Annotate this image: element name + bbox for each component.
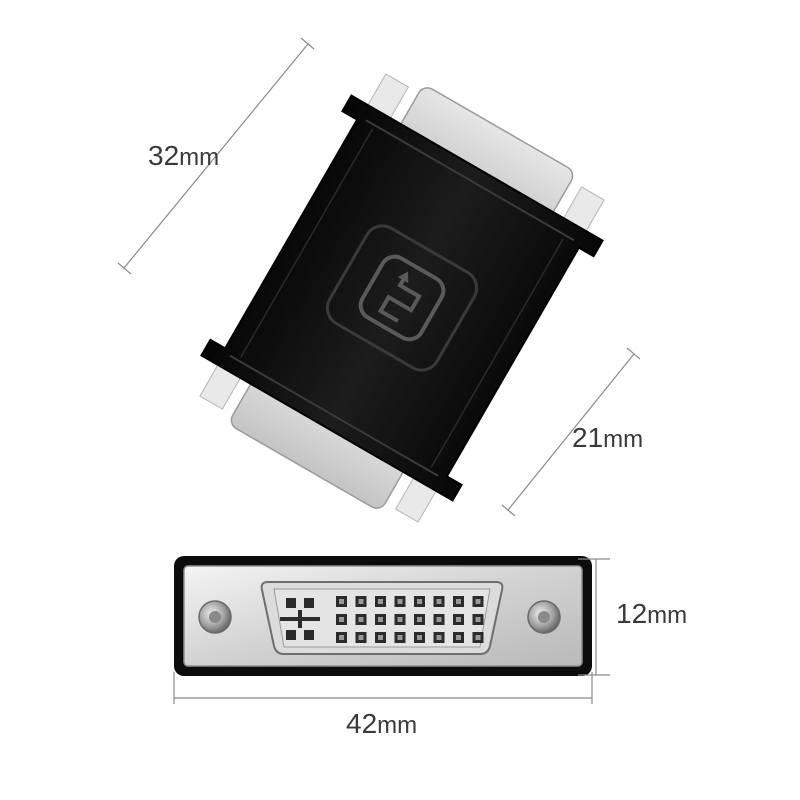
height-unit: mm	[647, 602, 688, 629]
pin-contact	[475, 635, 481, 640]
pin-contact	[339, 635, 344, 640]
length-dimension-label: 32mm	[148, 140, 219, 172]
dvi-pin-grid	[336, 596, 484, 643]
pin-contact	[358, 599, 364, 604]
screw-post-icon	[527, 600, 561, 634]
width-dimension-label: 42mm	[346, 708, 417, 740]
dvi-logo-icon	[358, 254, 446, 342]
pin-contact	[358, 617, 364, 622]
dimension-lines-top	[117, 37, 641, 517]
pin-contact	[417, 635, 422, 640]
pin-contact	[436, 617, 442, 622]
pin-contact	[475, 617, 481, 622]
pin-contact	[456, 617, 461, 622]
pin-contact	[417, 617, 422, 622]
pin-contact	[436, 635, 442, 640]
pin-contact	[456, 599, 461, 604]
pin-contact	[397, 599, 403, 604]
depth-dimension-label: 21mm	[572, 422, 643, 454]
logo-panel	[325, 224, 479, 372]
pin-contact	[397, 635, 403, 640]
housing-edge	[240, 128, 374, 358]
pin-contact	[358, 635, 364, 640]
pin-contact	[378, 599, 383, 604]
screw-post-icon	[198, 600, 232, 634]
pin-contact	[397, 617, 403, 622]
depth-value: 21	[572, 422, 604, 453]
housing-ridge	[229, 354, 439, 477]
width-unit: mm	[377, 712, 418, 739]
depth-unit: mm	[603, 426, 644, 453]
adapter-front-view	[174, 556, 592, 676]
housing-ridge	[365, 119, 575, 242]
analog-pin-hole	[304, 598, 314, 608]
pin-contact	[339, 599, 344, 604]
pin-contact	[417, 599, 422, 604]
analog-pin-hole	[286, 630, 296, 640]
length-unit: mm	[179, 144, 220, 171]
analog-pin-hole	[286, 598, 296, 608]
pin-contact	[339, 617, 344, 622]
pin-contact	[378, 635, 383, 640]
height-value: 12	[616, 598, 648, 629]
height-dimension-label: 12mm	[616, 598, 687, 630]
width-value: 42	[346, 708, 378, 739]
adapter-top-view	[199, 73, 605, 523]
pin-contact	[436, 599, 442, 604]
adapter-housing	[200, 94, 604, 502]
pin-contact	[378, 617, 383, 622]
length-value: 32	[148, 140, 180, 171]
pin-contact	[456, 635, 461, 640]
dvi-analog-pins	[280, 598, 320, 640]
dimension-lines-bottom	[173, 558, 610, 704]
pin-contact	[475, 599, 481, 604]
ground-blade	[298, 610, 302, 628]
housing-edge	[430, 238, 564, 468]
analog-pin-hole	[304, 630, 314, 640]
